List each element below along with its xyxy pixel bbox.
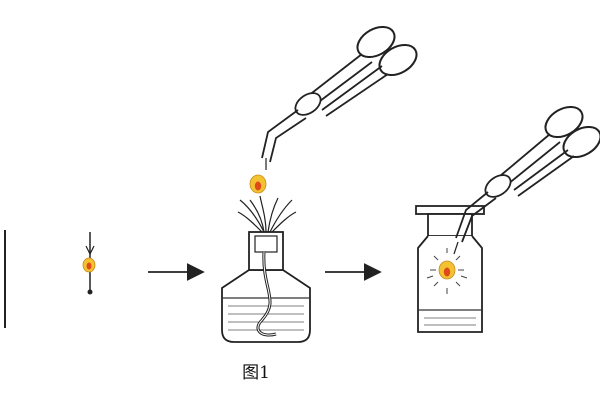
figure-caption: 图1 — [242, 363, 270, 383]
wire-with-match — [82, 232, 96, 295]
match-flame-icon — [249, 174, 267, 194]
tongs-icon — [261, 25, 418, 170]
match-flame-icon — [438, 260, 456, 280]
tongs-icon — [453, 105, 600, 255]
match-flame-icon — [82, 257, 96, 273]
gas-jar-icon — [415, 205, 485, 333]
alcohol-lamp-icon — [221, 195, 311, 343]
